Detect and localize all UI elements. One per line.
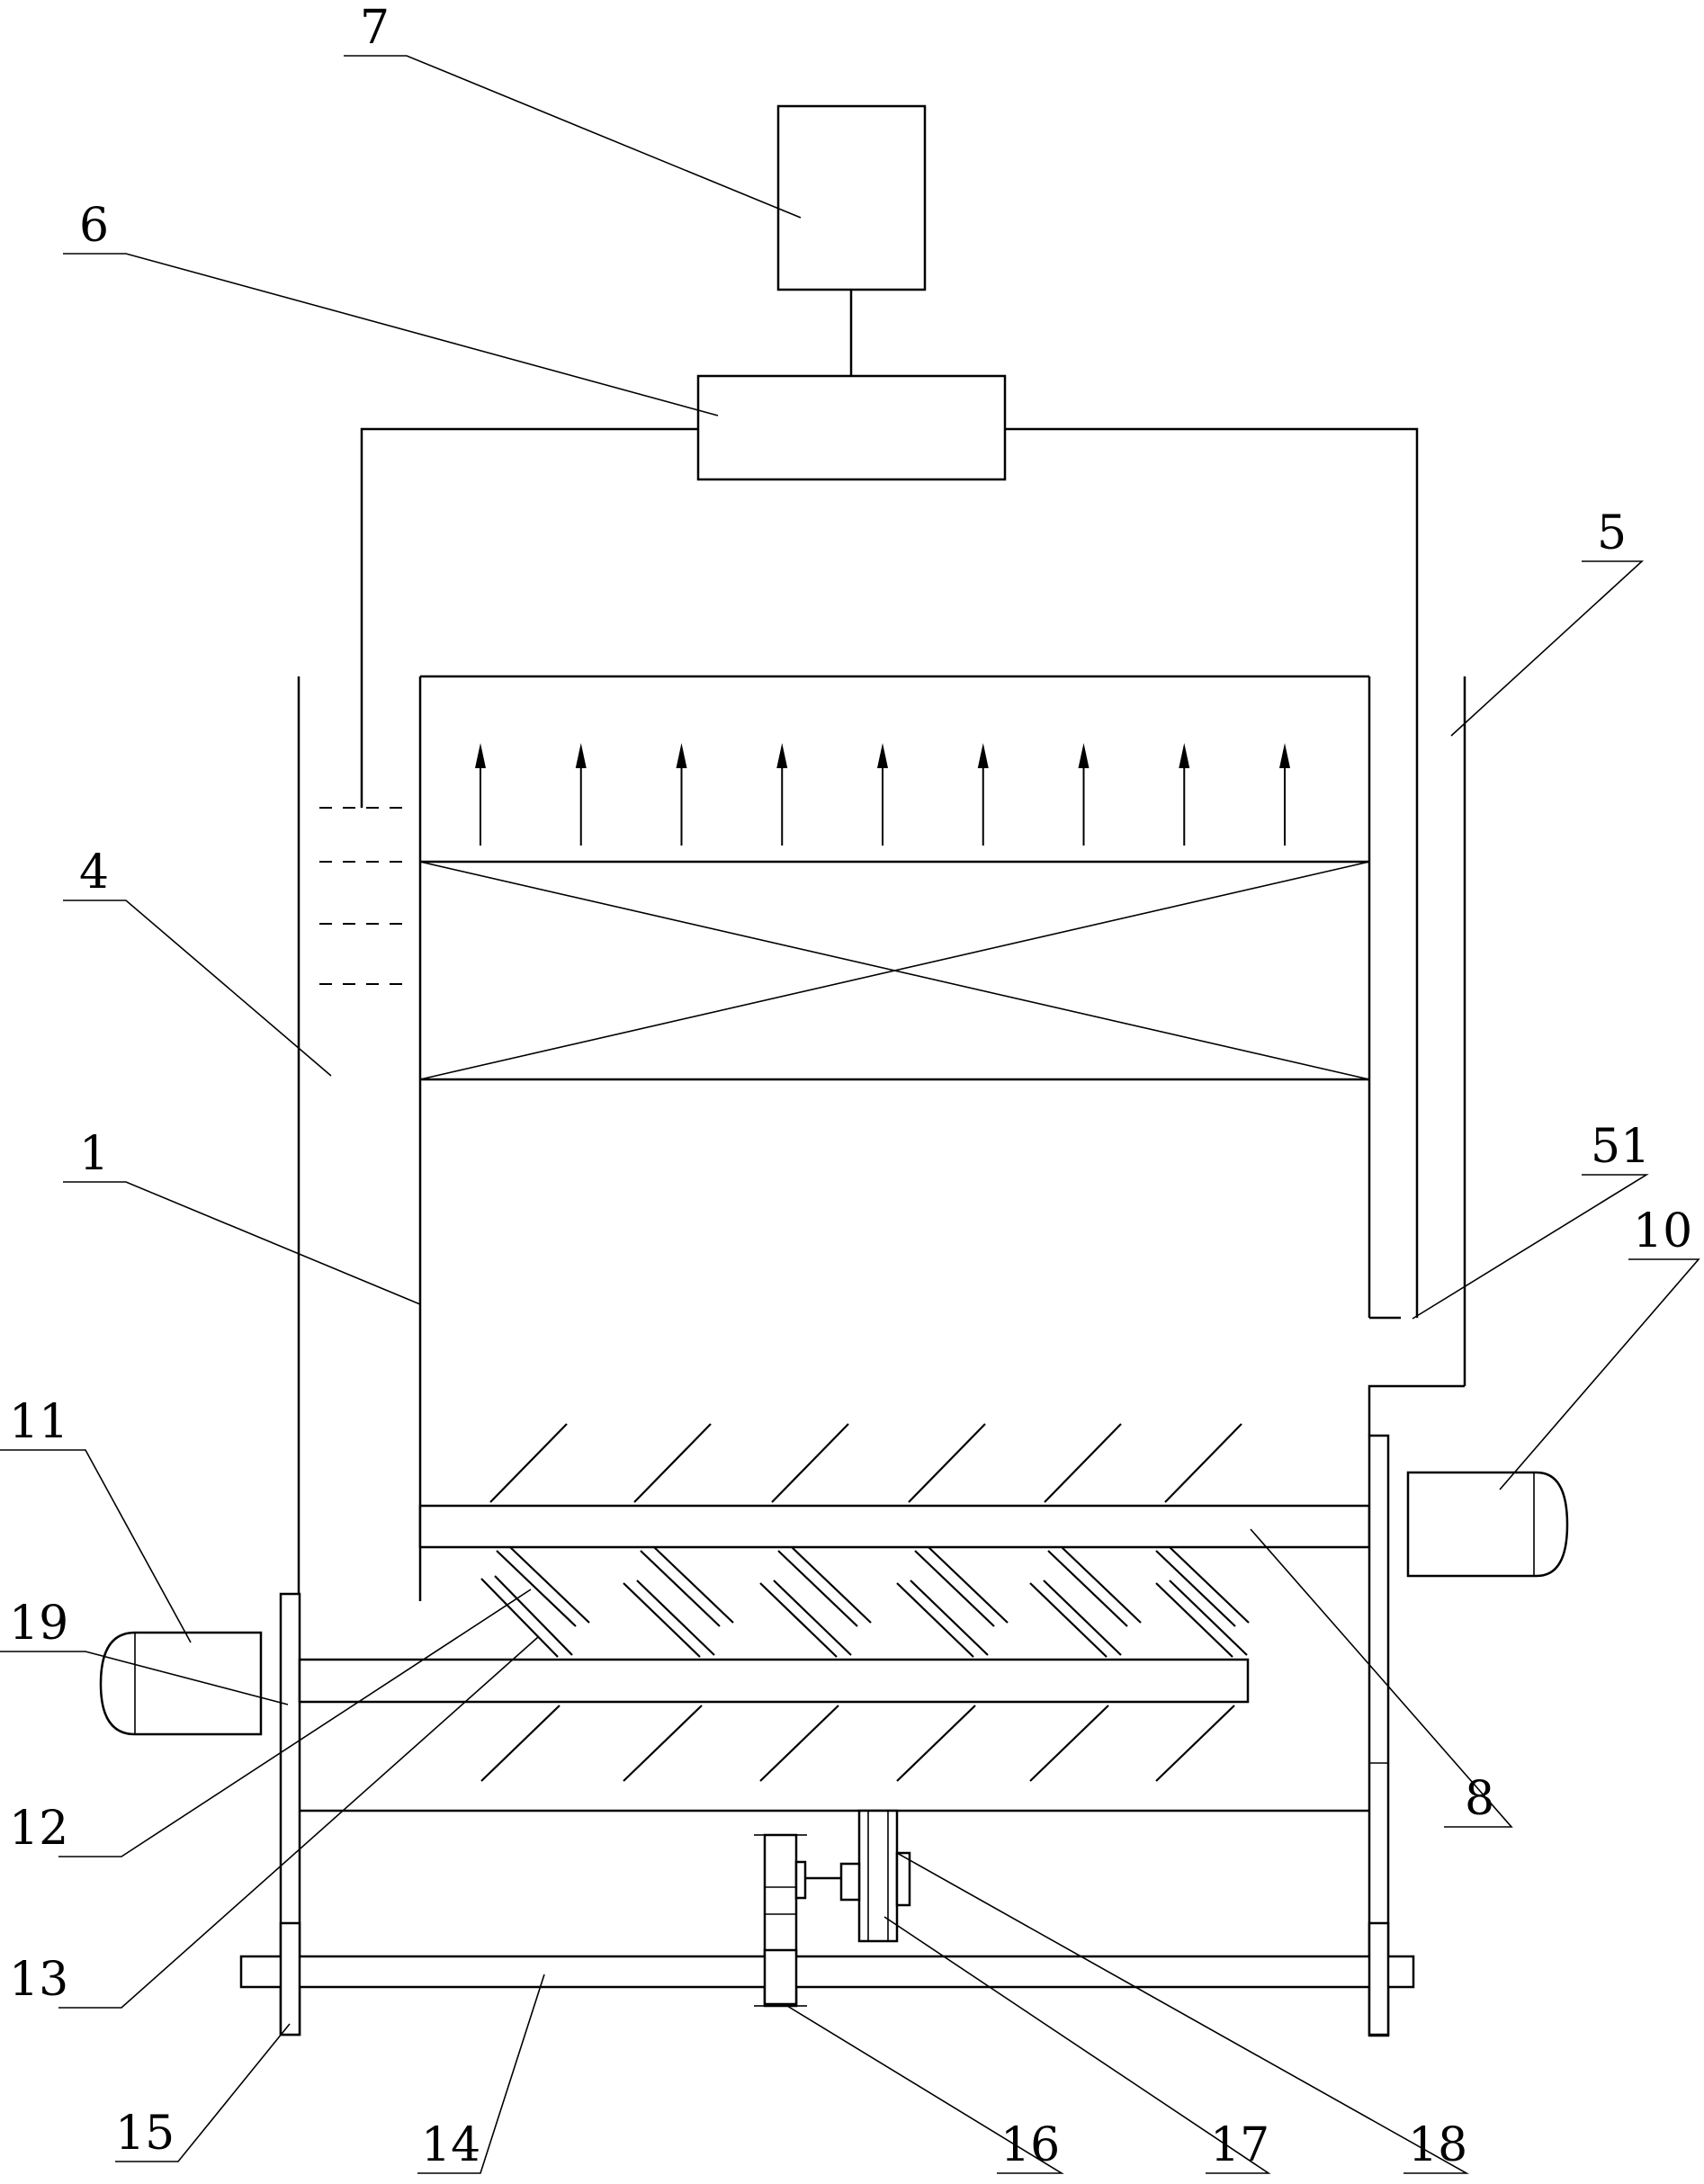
label-15: 15 [115, 2107, 175, 2161]
arrow-head [877, 743, 888, 768]
upper-shaft-blades-bottom [496, 1546, 1250, 1627]
main-tank-1 [418, 675, 1401, 1601]
duct-5 [1368, 676, 1466, 1436]
arrow-head [776, 743, 788, 768]
label-51: 51 [1591, 1120, 1650, 1174]
wire-6-to-left-sensors [360, 427, 698, 808]
label-4: 4 [79, 846, 109, 900]
arrow-head [1179, 743, 1190, 768]
dashed-sensor-lines [319, 807, 407, 985]
gear-16-over-shaft [763, 1948, 798, 2006]
arrow-head [977, 743, 989, 768]
label-13: 13 [9, 1953, 68, 2007]
upper-shaft-8 [418, 1504, 1371, 1549]
label-5: 5 [1597, 506, 1627, 560]
lower-shaft-19 [298, 1658, 1250, 1704]
lower-shaft-blades-bottom [480, 1705, 1235, 1782]
drive-housing-18 [801, 1809, 911, 1943]
lower-shaft-blades-top [480, 1575, 1248, 1658]
label-10: 10 [1633, 1204, 1692, 1258]
label-14: 14 [421, 2118, 480, 2172]
right-plate-over-shaft [1368, 1921, 1390, 2036]
arrow-head [575, 743, 587, 768]
left-plate-over-shaft [279, 1921, 301, 2036]
label-1: 1 [79, 1127, 109, 1181]
bottom-shaft-14 [239, 1955, 1415, 1989]
label-18: 18 [1408, 2118, 1467, 2172]
leader-lines [0, 55, 1700, 2174]
label-19: 19 [9, 1597, 68, 1651]
arrow-head [1279, 743, 1290, 768]
motor-10 [1406, 1471, 1569, 1578]
label-8: 8 [1465, 1772, 1494, 1826]
arrow-head [1078, 743, 1090, 768]
label-17: 17 [1210, 2118, 1269, 2172]
wire-6-to-right-duct [1005, 427, 1419, 1318]
upper-shaft-blades-top [489, 1423, 1242, 1503]
label-16: 16 [1000, 2118, 1060, 2172]
component-7-box [776, 104, 927, 291]
component-6-box [696, 374, 1007, 481]
label-6: 6 [79, 199, 109, 253]
arrow-head [475, 743, 486, 768]
label-11: 11 [9, 1395, 68, 1449]
motor-11 [99, 1631, 263, 1736]
label-7: 7 [360, 1, 390, 55]
upward-arrows [475, 743, 1290, 846]
label-12: 12 [9, 1802, 68, 1856]
arrow-head [676, 743, 687, 768]
